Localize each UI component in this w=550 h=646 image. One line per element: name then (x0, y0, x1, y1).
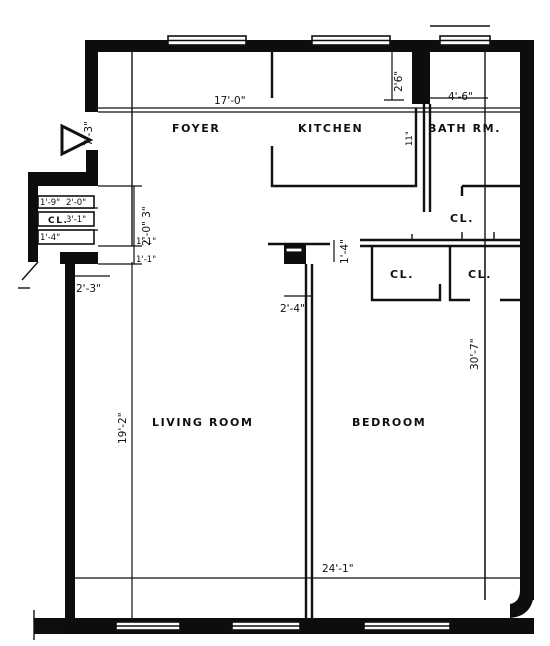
dim-bath-width: 4'-6" (448, 91, 473, 103)
room-label-bath: BATH RM. (428, 122, 501, 135)
dim-entry-d: 1'-4" (40, 233, 60, 243)
dim-foyer-width: 17'-0" (214, 95, 246, 107)
dim-bath-small: 11" (405, 131, 415, 146)
dim-living-width-small: 2'-3" (76, 283, 101, 295)
entry-closets (37, 195, 95, 245)
room-label-bedroom: BEDROOM (352, 416, 426, 429)
dim-bedroom-depth: 30'-7" (469, 338, 481, 370)
room-label-closet-top: CL. (450, 212, 474, 225)
dim-entry-c: 3'-1" (66, 215, 86, 225)
dim-entry-f: 1'-1" (136, 255, 156, 265)
room-label-closet-mid-left: CL. (390, 268, 414, 281)
dim-column-width: 2'-4" (280, 303, 305, 315)
entry-marker (18, 261, 39, 289)
bottom-windows (33, 610, 451, 640)
interior-partitions (131, 52, 520, 618)
dim-entry-e: 1'-1" (136, 237, 156, 247)
dimension-lines (38, 52, 520, 618)
dim-entry-b: 2'-0" (66, 198, 86, 208)
room-label-foyer: FOYER (172, 122, 220, 135)
dim-total-width: 24'-1" (322, 563, 354, 575)
room-label-closet-entry: CL. (48, 216, 69, 226)
room-label-living: LIVING ROOM (152, 416, 254, 429)
dim-partition-gap: 1'-4" (339, 239, 351, 264)
dim-entry-a: 1'-9" (40, 198, 60, 208)
dim-entry-depth: 2'-0" 3" (141, 206, 153, 246)
dim-living-depth: 19'-2" (117, 412, 129, 444)
dim-foyer-depth: 7'-3" (83, 121, 95, 146)
room-label-closet-mid-right: CL. (468, 268, 492, 281)
entry-arrow-icon (60, 123, 94, 157)
dim-kitchen-depth: 2'6" (393, 71, 405, 92)
room-label-kitchen: KITCHEN (298, 122, 363, 135)
top-windows (167, 25, 491, 46)
